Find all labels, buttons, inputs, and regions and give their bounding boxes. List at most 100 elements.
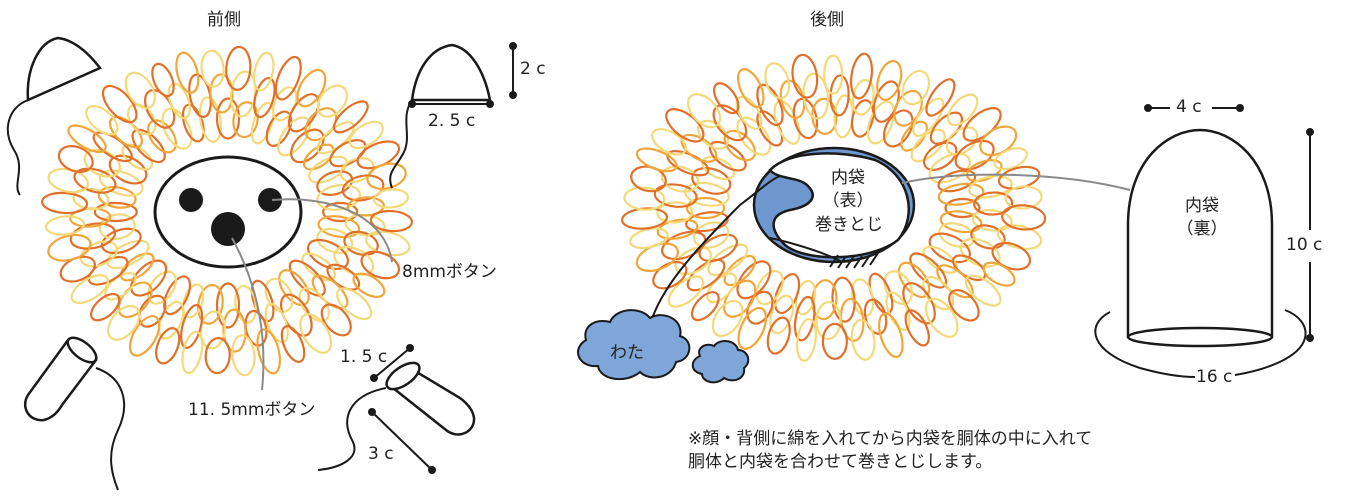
leg-length-dim <box>371 411 433 471</box>
yarn-loop <box>182 283 205 319</box>
yarn-loop <box>308 155 348 184</box>
yarn-loop <box>764 62 791 100</box>
yarn-loop <box>277 116 311 157</box>
yarn-loop <box>250 279 275 323</box>
yarn-loop <box>685 196 726 220</box>
yarn-loop <box>850 99 875 138</box>
yarn-tail-leg-left <box>95 367 126 491</box>
yarn-loop <box>674 246 712 276</box>
leg-opening <box>66 336 98 364</box>
leader-bag <box>901 173 1131 191</box>
yarn-loop <box>823 54 844 95</box>
yarn-loop <box>57 145 94 173</box>
dim-dot <box>368 408 376 416</box>
yarn-loop <box>868 272 894 315</box>
leg-bottom-right <box>385 366 476 436</box>
yarn-loop <box>250 101 275 145</box>
button-8mm-label: 8mmボタン <box>402 262 497 282</box>
leg-width-label: 1. 5 c <box>340 347 388 367</box>
yarn-loop <box>155 327 181 365</box>
ear-height-label: 2 c <box>520 59 546 79</box>
bag-height-label: 10 c <box>1286 235 1323 255</box>
yarn-loop <box>278 269 310 307</box>
yarn-loop <box>204 337 231 375</box>
yarn-loop <box>372 188 410 209</box>
yarn-loop <box>698 233 738 263</box>
yarn-loop <box>130 259 168 297</box>
yarn-loop <box>298 287 331 323</box>
yarn-loop <box>70 274 109 305</box>
yarn-loop <box>252 51 275 92</box>
eye-right <box>258 188 282 212</box>
leg-width-dim <box>373 347 411 379</box>
leg-length-label: 3 c <box>368 444 394 464</box>
yarn-loop <box>348 120 384 150</box>
yarn-loop <box>339 157 375 184</box>
yarn-loop <box>360 250 400 280</box>
yarn-loop <box>993 147 1028 171</box>
inner-bag-3d <box>1126 128 1274 337</box>
yarn-loop <box>126 103 157 136</box>
yarn-loop <box>773 100 801 145</box>
yarn-loop <box>147 270 177 305</box>
yarn-loop <box>736 260 772 300</box>
yarn-loop <box>332 100 369 134</box>
yarn-loop <box>316 84 348 118</box>
yarn-loop <box>366 162 407 190</box>
yarn-loop <box>793 295 816 342</box>
bag-circumference-label: 16 c <box>1196 367 1233 387</box>
yarn-loop <box>883 270 913 305</box>
dim-dot <box>370 374 378 382</box>
dim-dot <box>408 100 416 108</box>
yarn-loop <box>652 260 688 290</box>
yarn-loop <box>815 300 842 341</box>
yarn-loop <box>766 316 791 355</box>
yarn-loop <box>651 128 687 156</box>
yarn-loop <box>69 222 117 250</box>
yarn-loop <box>849 52 874 100</box>
yarn-loop <box>352 272 386 298</box>
yarn-loop <box>131 128 166 164</box>
yarn-loop <box>945 126 979 156</box>
back-title: 後側 <box>810 10 844 30</box>
yarn-loop <box>341 174 385 202</box>
yarn-loop <box>287 93 320 133</box>
yarn-loop <box>200 49 225 88</box>
yarn-loop <box>755 269 784 306</box>
yarn-loop <box>90 292 121 322</box>
dim-dot <box>406 344 414 352</box>
yarn-loop <box>971 209 1013 232</box>
yarn-loop <box>290 128 325 164</box>
dim-dot <box>1144 104 1152 112</box>
yarn-loop <box>850 318 876 361</box>
yarn-loop <box>67 124 107 154</box>
yarn-loop <box>85 105 119 136</box>
ear-top-left <box>26 36 102 102</box>
yarn-loop <box>232 101 259 139</box>
yarn-loop <box>965 159 1003 183</box>
ear-top-right <box>410 43 492 102</box>
yarn-loop <box>151 62 175 98</box>
inner-bag-base <box>1126 326 1274 348</box>
yarn-loop <box>661 230 707 261</box>
leg-opening <box>385 361 421 391</box>
yarn-loop <box>274 55 302 101</box>
yarn-loop <box>746 290 774 325</box>
dim-dot <box>509 42 517 50</box>
yarn-loop <box>181 330 204 375</box>
yarn-tail-ear-left <box>6 99 29 196</box>
yarn-loop <box>44 215 86 236</box>
front-body-loops <box>41 45 413 377</box>
bag-width-label: 4 c <box>1176 97 1202 117</box>
yarn-loop <box>333 245 375 276</box>
yarn-loop <box>821 322 848 360</box>
cotton-label: わた <box>610 343 644 363</box>
yarn-needle <box>769 237 843 263</box>
yarn-loop <box>301 252 337 282</box>
yarn-loop <box>72 187 110 211</box>
yarn-loop <box>831 276 856 323</box>
yarn-loop <box>982 261 1016 287</box>
yarn-loop <box>737 306 768 350</box>
yarn-loop <box>795 318 818 362</box>
